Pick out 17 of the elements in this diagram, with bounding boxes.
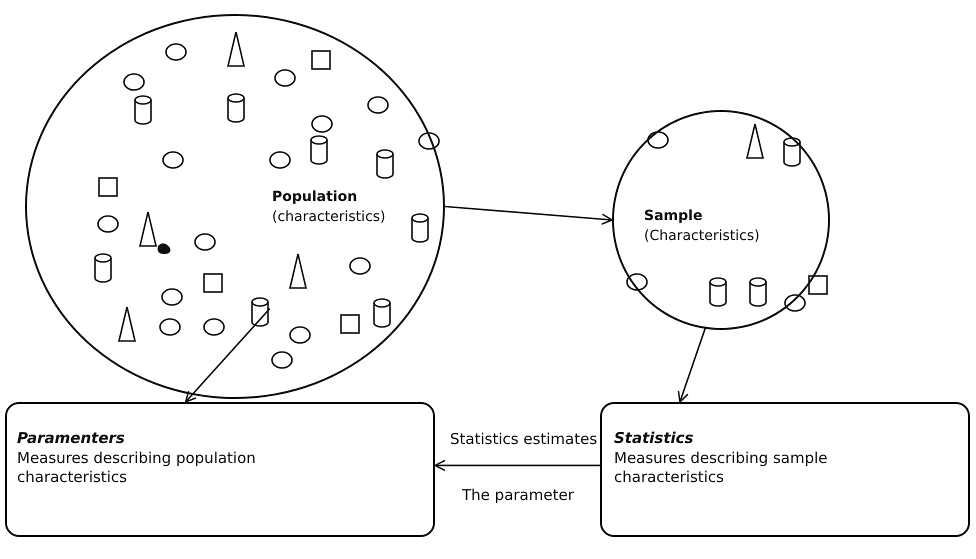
circle-node	[612, 110, 830, 330]
annotation-text: The parameter	[462, 486, 574, 505]
node-title: Sample	[644, 207, 702, 226]
node-text: (characteristics)	[272, 208, 386, 227]
circle-node	[25, 14, 445, 399]
arrow	[444, 206, 613, 225]
node-title: Paramenters	[17, 429, 125, 448]
arrow	[184, 308, 270, 403]
arrow	[678, 326, 706, 403]
rounded-box	[600, 402, 970, 537]
node-text: Measures describing sample characteristics	[614, 449, 829, 487]
node-text: (Characteristics)	[644, 227, 760, 246]
arrow	[434, 460, 600, 472]
node-title: Statistics	[614, 429, 694, 448]
node-text: Measures describing population characteristics	[17, 449, 257, 487]
rounded-box	[5, 402, 435, 537]
node-title: Population	[272, 188, 358, 207]
